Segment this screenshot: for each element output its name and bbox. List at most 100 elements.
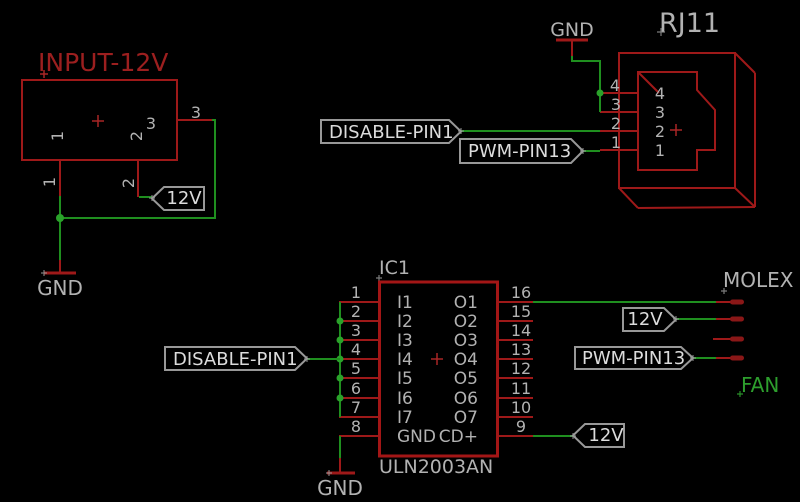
rj11-designator: RJ11 xyxy=(659,8,720,39)
origin-cross-icon xyxy=(376,275,382,281)
rj11-pin-name: 1 xyxy=(655,141,665,160)
net-tag-label: 12V xyxy=(588,425,624,446)
ic1-pin-name: GND xyxy=(397,427,436,447)
net-tag-outline[interactable] xyxy=(574,346,695,370)
ic1-value: ULN2003AN xyxy=(379,456,493,478)
ic1-pin-number: 7 xyxy=(351,398,361,417)
net-tag-label: PWM-PIN13 xyxy=(582,348,685,369)
origin-cross-icon xyxy=(41,270,47,276)
ic1-pin-name: I7 xyxy=(397,408,413,428)
input12v-pin-name-2: 2 xyxy=(127,131,146,141)
net-tag-12v-input[interactable]: 12V xyxy=(149,186,205,211)
net-tag-disable-pin1-top[interactable]: DISABLE-PIN1 xyxy=(320,119,464,144)
net-ic1-inputs[interactable] xyxy=(307,302,344,417)
rj11-body-edge xyxy=(734,187,756,208)
rj11-body-edge xyxy=(734,52,756,74)
origin-cross-icon xyxy=(304,356,310,362)
net-tag-disable-pin1-ic[interactable]: DISABLE-PIN1 xyxy=(164,346,310,371)
net-tag-12v-molex[interactable]: 12V xyxy=(622,307,679,332)
gnd-symbol-input[interactable]: GND xyxy=(37,260,83,300)
ic1-pin-name: I4 xyxy=(397,350,413,370)
origin-cross-icon xyxy=(721,288,727,294)
net-wire[interactable] xyxy=(571,56,601,112)
ic1-pin-number: 6 xyxy=(351,379,361,398)
rj11-body-edge xyxy=(637,206,756,209)
ic1-outline[interactable] xyxy=(378,280,499,458)
origin-cross-icon xyxy=(657,28,665,36)
ic1-pin-name: O6 xyxy=(454,389,478,409)
rj11-body[interactable] xyxy=(618,52,736,189)
plus-marker-icon xyxy=(92,115,104,127)
input12v-pin-number-2: 2 xyxy=(119,178,138,188)
junction-dot xyxy=(56,214,64,222)
component-rj11[interactable]: RJ11 4 3 2 1 4 3 2 1 xyxy=(600,8,756,209)
molex-pin-pad-icon xyxy=(730,355,744,361)
plus-marker-icon xyxy=(431,353,443,365)
ic1-pin-number: 5 xyxy=(351,359,361,378)
net-tag-label: 12V xyxy=(166,188,202,209)
net-tag-label: DISABLE-PIN1 xyxy=(173,349,298,370)
origin-cross-icon xyxy=(737,391,743,397)
molex-pin-pad-icon xyxy=(730,299,744,305)
net-tag-12v-ic9[interactable]: 12V xyxy=(533,423,625,448)
net-tag-outline[interactable] xyxy=(571,423,625,448)
ic1-pin-number: 4 xyxy=(351,340,361,359)
ic1-pin-name: I5 xyxy=(397,369,413,389)
ic1-pin-number: 3 xyxy=(351,321,361,340)
ic1-pin-number: 1 xyxy=(351,283,361,302)
rj11-pin-number: 3 xyxy=(611,95,621,114)
ic1-pin-number: 8 xyxy=(351,417,361,436)
input12v-pin-number-1: 1 xyxy=(40,177,59,187)
rj11-jack-outline[interactable] xyxy=(637,71,716,171)
ic1-pin-number: 13 xyxy=(511,340,531,359)
net-tag-label: DISABLE-PIN1 xyxy=(329,122,454,143)
junction-dot xyxy=(596,89,604,97)
rj11-pin-name: 4 xyxy=(655,84,665,103)
ic1-pin-name: I1 xyxy=(397,293,413,313)
gnd-label: GND xyxy=(550,19,594,41)
net-tag-label: PWM-PIN13 xyxy=(468,141,571,162)
rj11-pin-number: 2 xyxy=(611,114,621,133)
rj11-pin-name: 3 xyxy=(655,103,665,122)
net-tag-pwm-pin13-top[interactable]: PWM-PIN13 xyxy=(459,138,586,164)
ic1-pin-name: O4 xyxy=(454,350,478,370)
net-rj11[interactable] xyxy=(461,56,604,152)
ic1-pin-name: O1 xyxy=(454,293,478,313)
component-input-12v[interactable]: INPUT-12V 1 2 3 3 1 2 xyxy=(21,48,212,197)
net-tag-outline[interactable] xyxy=(164,346,309,371)
origin-cross-icon xyxy=(458,128,464,134)
junction-dot xyxy=(336,374,344,382)
ic1-pin-name: O3 xyxy=(454,331,478,351)
net-wire[interactable] xyxy=(60,119,216,219)
gnd-symbol-ic1[interactable]: GND xyxy=(317,436,363,500)
ic1-pin-name: O7 xyxy=(454,408,478,428)
net-fan-wires[interactable] xyxy=(533,301,716,359)
ic1-pin-number: 12 xyxy=(511,359,531,378)
net-tag-outline[interactable] xyxy=(150,186,205,211)
input12v-pin-number-3: 3 xyxy=(191,103,201,122)
net-tag-pwm-pin13-molex[interactable]: PWM-PIN13 xyxy=(574,346,696,370)
junction-dot xyxy=(336,394,344,402)
rj11-jack-notch xyxy=(637,71,660,94)
ic1-designator: IC1 xyxy=(379,257,410,279)
ic1-pin-number: 16 xyxy=(511,283,531,302)
ic1-pin-name: I3 xyxy=(397,331,413,351)
ic1-pin-name: I6 xyxy=(397,389,413,409)
rj11-body-edge xyxy=(618,187,639,209)
origin-cross-icon xyxy=(326,470,332,476)
origin-cross-icon xyxy=(690,355,696,361)
net-tag-outline[interactable] xyxy=(622,307,678,332)
ic1-pin-name: I2 xyxy=(397,312,413,332)
ic1-pin-number: 9 xyxy=(516,417,526,436)
net-tag-outline[interactable] xyxy=(320,119,463,144)
net-tag-label: 12V xyxy=(627,309,663,330)
origin-cross-icon xyxy=(570,433,576,439)
component-molex[interactable]: MOLEX FAN xyxy=(713,268,794,397)
input12v-designator: INPUT-12V xyxy=(38,48,168,77)
gnd-symbol-rj11[interactable]: GND xyxy=(550,19,594,56)
net-input-power[interactable] xyxy=(56,119,216,260)
net-tag-outline[interactable] xyxy=(459,138,585,164)
component-ic1[interactable]: IC1 ULN2003AN 1 2 3 4 5 6 7 8 I1 I2 I3 I… xyxy=(339,257,533,478)
